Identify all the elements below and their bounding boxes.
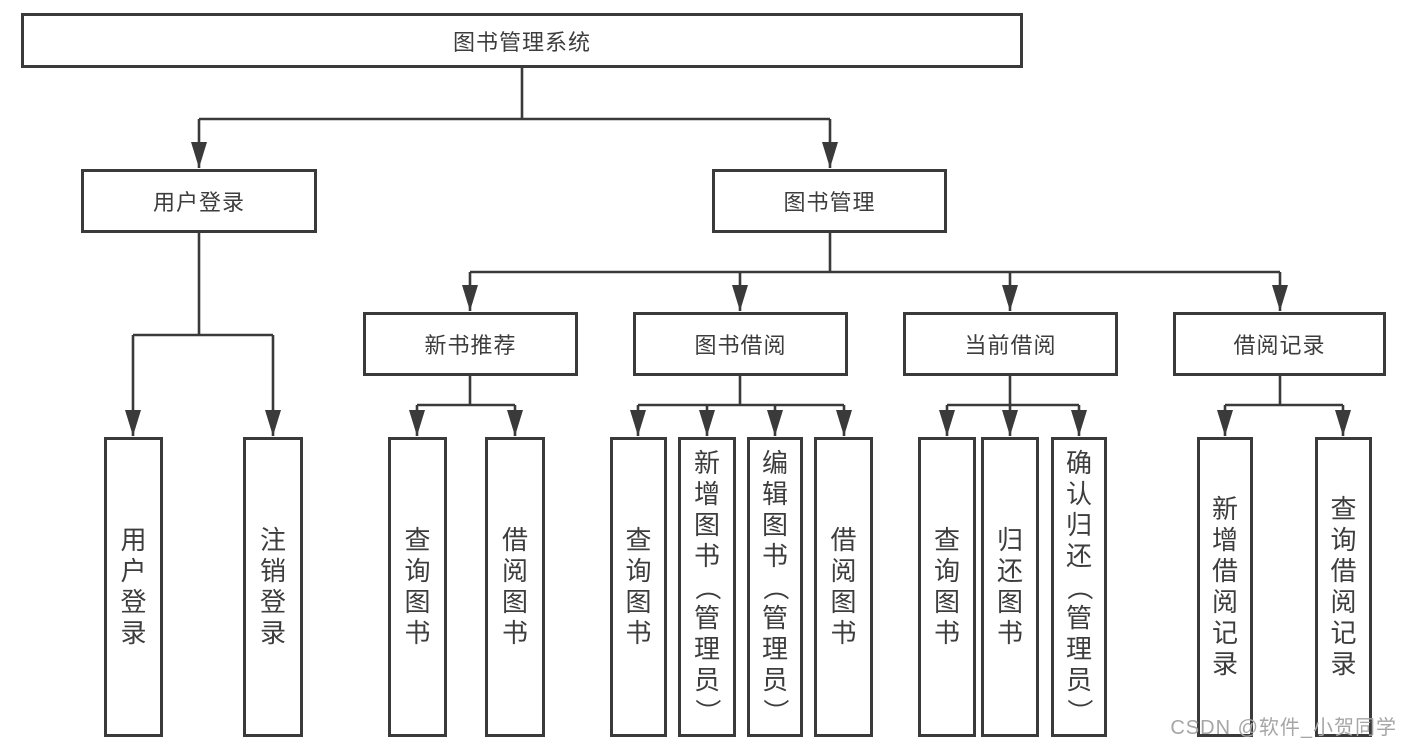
vertical-char: 书 bbox=[625, 618, 652, 648]
vertical-char: （ bbox=[692, 573, 723, 601]
vertical-char: 查 bbox=[404, 525, 431, 555]
node-new-book-recommendation: 新书推荐 bbox=[363, 312, 578, 376]
vertical-char: 查 bbox=[625, 525, 652, 555]
vertical-char: 员 bbox=[761, 664, 788, 695]
vertical-char: 认 bbox=[1065, 478, 1092, 509]
vertical-char: 阅 bbox=[1211, 587, 1238, 617]
vertical-char: 录 bbox=[259, 618, 286, 648]
leaf-add-borrow-record: 新增借阅记录 bbox=[1197, 437, 1253, 737]
vertical-char: （ bbox=[1064, 573, 1095, 601]
vertical-char: 录 bbox=[1330, 649, 1357, 679]
vertical-char: 编 bbox=[761, 447, 788, 478]
vertical-char: 还 bbox=[996, 556, 1023, 586]
vertical-char: 图 bbox=[830, 587, 857, 617]
vertical-char: 新 bbox=[693, 447, 720, 478]
vertical-char: 查 bbox=[1330, 494, 1357, 524]
leaf-edit-books-admin: 编辑图书（管理员） bbox=[747, 437, 803, 737]
vertical-char: 录 bbox=[120, 618, 147, 648]
vertical-char: 理 bbox=[693, 633, 720, 664]
node-user-login: 用户登录 bbox=[81, 169, 317, 233]
vertical-char: 图 bbox=[761, 509, 788, 540]
vertical-char: 还 bbox=[1065, 540, 1092, 571]
vertical-char: 理 bbox=[761, 633, 788, 664]
leaf-add-books-admin: 新增图书（管理员） bbox=[678, 437, 736, 737]
vertical-char: 书 bbox=[996, 618, 1023, 648]
vertical-char: 登 bbox=[259, 587, 286, 617]
vertical-char: 图 bbox=[693, 509, 720, 540]
node-current-borrowing: 当前借阅 bbox=[903, 312, 1118, 376]
vertical-char: 录 bbox=[1211, 649, 1238, 679]
vertical-char: 书 bbox=[693, 540, 720, 571]
leaf-return-books: 归还图书 bbox=[981, 437, 1039, 737]
vertical-char: 销 bbox=[259, 556, 286, 586]
vertical-char: 询 bbox=[625, 556, 652, 586]
vertical-char: ） bbox=[692, 697, 723, 725]
leaf-logout: 注销登录 bbox=[243, 437, 303, 737]
vertical-char: 增 bbox=[1211, 525, 1238, 555]
leaf-search-books-current: 查询图书 bbox=[918, 437, 976, 737]
watermark: CSDN @软件_小贺同学 bbox=[1170, 717, 1397, 739]
vertical-char: 归 bbox=[1065, 509, 1092, 540]
leaf-search-books-recommend: 查询图书 bbox=[388, 437, 447, 737]
connector-segments bbox=[125, 68, 1351, 436]
vertical-char: 新 bbox=[1211, 494, 1238, 524]
node-borrow-records: 借阅记录 bbox=[1173, 312, 1386, 376]
vertical-char: 理 bbox=[1065, 633, 1092, 664]
vertical-char: ） bbox=[760, 697, 791, 725]
vertical-char: 归 bbox=[996, 525, 1023, 555]
vertical-char: 阅 bbox=[501, 556, 528, 586]
vertical-char: 借 bbox=[830, 525, 857, 555]
vertical-char: 书 bbox=[404, 618, 431, 648]
leaf-borrow-books-recommend: 借阅图书 bbox=[485, 437, 545, 737]
vertical-char: 图 bbox=[933, 587, 960, 617]
vertical-char: 书 bbox=[830, 618, 857, 648]
leaf-borrow-books: 借阅图书 bbox=[814, 437, 873, 737]
vertical-char: 管 bbox=[693, 602, 720, 633]
vertical-char: 询 bbox=[933, 556, 960, 586]
vertical-char: 借 bbox=[501, 525, 528, 555]
vertical-char: 用 bbox=[120, 525, 147, 555]
vertical-char: （ bbox=[760, 573, 791, 601]
vertical-char: 书 bbox=[761, 540, 788, 571]
vertical-char: 登 bbox=[120, 587, 147, 617]
vertical-char: 确 bbox=[1065, 447, 1092, 478]
node-book-borrowing: 图书借阅 bbox=[633, 312, 848, 376]
vertical-char: 增 bbox=[693, 478, 720, 509]
leaf-search-borrow-record: 查询借阅记录 bbox=[1315, 437, 1372, 737]
node-book-management: 图书管理 bbox=[712, 169, 947, 233]
vertical-char: 图 bbox=[501, 587, 528, 617]
vertical-char: 管 bbox=[1065, 602, 1092, 633]
vertical-char: 图 bbox=[404, 587, 431, 617]
vertical-char: 员 bbox=[693, 664, 720, 695]
vertical-char: 借 bbox=[1330, 556, 1357, 586]
vertical-char: 借 bbox=[1211, 556, 1238, 586]
vertical-char: 注 bbox=[259, 525, 286, 555]
vertical-char: 管 bbox=[761, 602, 788, 633]
vertical-char: 记 bbox=[1211, 618, 1238, 648]
vertical-char: 查 bbox=[933, 525, 960, 555]
vertical-char: 图 bbox=[996, 587, 1023, 617]
vertical-char: ） bbox=[1064, 697, 1095, 725]
vertical-char: 户 bbox=[120, 556, 147, 586]
vertical-char: 书 bbox=[501, 618, 528, 648]
vertical-char: 询 bbox=[1330, 525, 1357, 555]
vertical-char: 询 bbox=[404, 556, 431, 586]
vertical-char: 记 bbox=[1330, 618, 1357, 648]
vertical-char: 书 bbox=[933, 618, 960, 648]
vertical-char: 员 bbox=[1065, 664, 1092, 695]
leaf-search-books-borrowing: 查询图书 bbox=[610, 437, 667, 737]
node-library-management-system: 图书管理系统 bbox=[21, 13, 1023, 68]
vertical-char: 辑 bbox=[761, 478, 788, 509]
vertical-char: 阅 bbox=[1330, 587, 1357, 617]
leaf-user-login: 用户登录 bbox=[104, 437, 163, 737]
vertical-char: 阅 bbox=[830, 556, 857, 586]
vertical-char: 图 bbox=[625, 587, 652, 617]
leaf-confirm-return-admin: 确认归还（管理员） bbox=[1051, 437, 1107, 737]
